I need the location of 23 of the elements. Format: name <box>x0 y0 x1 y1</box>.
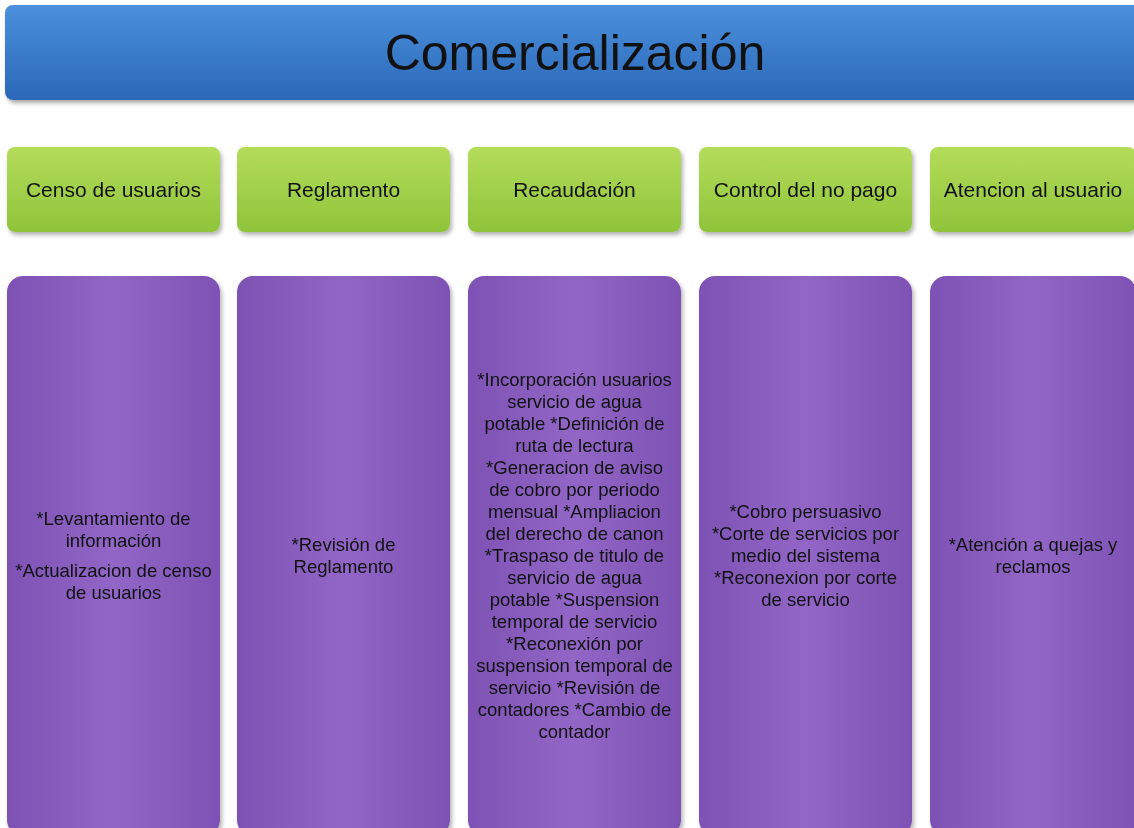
category-box <box>7 147 220 232</box>
category-label: Control del no pago <box>713 177 898 202</box>
category-label: Atencion al usuario <box>943 177 1123 202</box>
activity-panel <box>699 276 912 828</box>
activity-list: *Cobro persuasivo *Corte de servicios por medio del sistema *Reconexion por corte de servicio <box>707 501 904 611</box>
activity-panel <box>468 276 681 828</box>
activity-list: *Levantamiento de información <box>15 508 212 552</box>
activity-panel <box>930 276 1134 828</box>
activity-panel <box>237 276 450 828</box>
category-label: Recaudación <box>513 177 636 202</box>
category-box <box>468 147 681 232</box>
category-box <box>237 147 450 232</box>
title-banner <box>5 5 1134 100</box>
activity-list: *Incorporación usuarios servicio de agua potable *Definición de ruta de lectura *Generacion de aviso de cobro por periodo mensual *Ampliacion del derecho de canon *Traspaso de titulo de servicio de agua potable *Suspension temporal de servicio *Reconexión por suspension temporal de servicio *Revisión de contadores *Cambio de contador <box>476 369 673 743</box>
title-text: Comercialización <box>384 23 766 82</box>
activity-list: *Actualizacion de censo de usuarios <box>15 560 212 604</box>
activity-list: *Revisión de Reglamento <box>245 534 442 578</box>
category-label: Reglamento <box>286 177 401 202</box>
category-box <box>699 147 912 232</box>
activity-panel <box>7 276 220 828</box>
activity-list: *Atención a quejas y reclamos <box>938 534 1128 578</box>
category-box <box>930 147 1134 232</box>
category-label: Censo de usuarios <box>25 177 202 202</box>
